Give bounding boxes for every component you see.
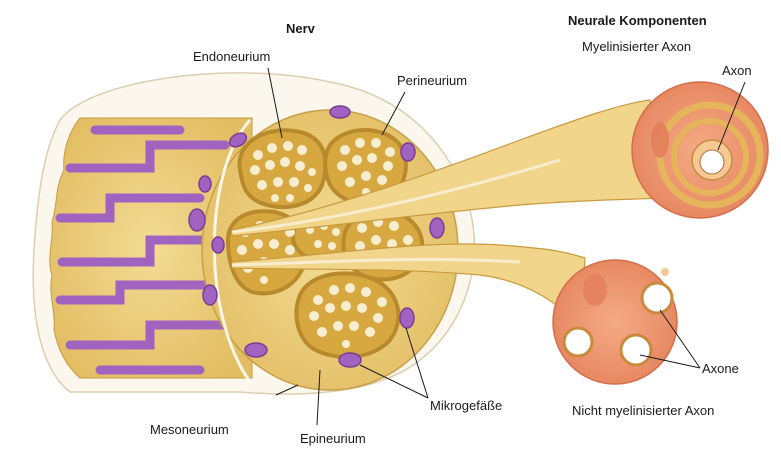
myelinated-axon-core-dot	[700, 150, 724, 174]
label-endoneurium: Endoneurium	[193, 50, 270, 63]
label-nicht-myelinisierter-axon: Nicht myelinisierter Axon	[572, 404, 714, 417]
label-mikrogefaesse: Mikrogefäße	[430, 399, 502, 412]
axon-hole-3	[621, 335, 651, 365]
heading-neurale-komponenten: Neurale Komponenten	[568, 14, 707, 27]
unmyelinated-axon-cross-section	[553, 260, 677, 384]
label-epineurium: Epineurium	[300, 432, 366, 445]
label-perineurium: Perineurium	[397, 74, 467, 87]
axon-hole-2	[564, 328, 592, 356]
myelinated-axon-cross-section	[632, 82, 768, 218]
label-mesoneurium: Mesoneurium	[150, 423, 229, 436]
label-myelinisierter-axon: Myelinisierter Axon	[582, 40, 691, 53]
label-axone: Axone	[702, 362, 739, 375]
label-axon: Axon	[722, 64, 752, 77]
title-nerv: Nerv	[286, 22, 315, 35]
axon-hole-1	[642, 283, 672, 313]
